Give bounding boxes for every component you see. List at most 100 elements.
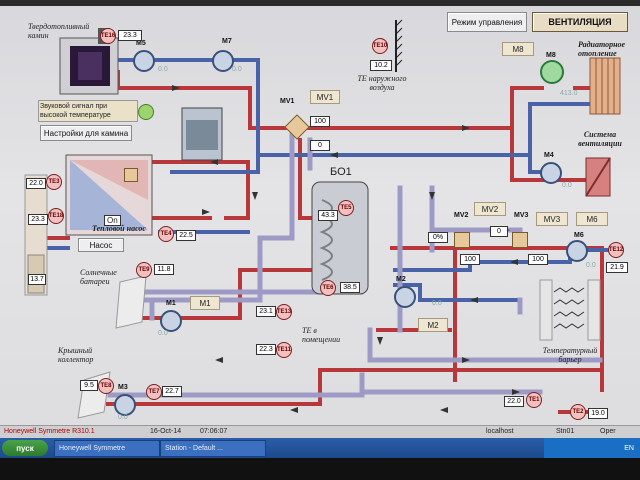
solar-label: Солнечные батареи <box>80 268 117 286</box>
value-te3: 22.0 <box>26 178 46 189</box>
sensor-te18[interactable]: TE18 <box>48 208 64 224</box>
outdoor-te-label: TE наружного воздуха <box>357 74 407 92</box>
status-user: Oper <box>600 428 616 435</box>
radiator-label: Радиаторное отопление <box>578 40 626 58</box>
pump-button[interactable]: Насос <box>78 238 124 252</box>
valve-mv2[interactable] <box>454 232 470 248</box>
pump-m1[interactable] <box>160 310 182 332</box>
monitor-bezel <box>0 458 640 480</box>
sensor-te5[interactable]: TE5 <box>338 200 354 216</box>
value-mv1-pct: 100 <box>310 116 330 127</box>
sensor-te4[interactable]: TE4 <box>158 226 174 242</box>
sensor-te1[interactable]: TE1 <box>526 392 542 408</box>
sensor-te10[interactable]: TE10 <box>372 38 388 54</box>
value-m3-flow: 0.0 <box>118 414 128 421</box>
value-mv3-a: 0 <box>490 226 508 237</box>
room-te-label: TE в помещении <box>302 326 341 344</box>
pump-m3[interactable] <box>114 394 136 416</box>
tag-m2[interactable]: M2 <box>418 318 448 332</box>
mode-value-button[interactable]: ВЕНТИЛЯЦИЯ <box>532 12 628 32</box>
task-honeywell[interactable]: Honeywell Symmetre <box>54 440 160 457</box>
tag-mv1[interactable]: MV1 <box>310 90 340 104</box>
status-station: Stn01 <box>556 428 575 435</box>
value-mv3-b: 100 <box>528 254 548 265</box>
pump-m3-label: M3 <box>118 384 128 391</box>
tag-mv2[interactable]: MV2 <box>474 202 506 216</box>
value-mv2-b: 100 <box>460 254 480 265</box>
valve-mv3-label: MV3 <box>514 212 529 219</box>
value-te7: 22.7 <box>162 386 182 397</box>
value-m4-flow: 0.0 <box>562 182 572 189</box>
value-te5: 43.3 <box>318 210 338 221</box>
value-te2: 19.0 <box>588 408 608 419</box>
value-m5-flow: 0.0 <box>158 66 168 73</box>
tag-m8[interactable]: M8 <box>502 42 534 56</box>
tag-m6[interactable]: M6 <box>576 212 608 226</box>
tray-lang[interactable]: EN <box>624 444 634 452</box>
stove-settings-label: Настройки для камина <box>43 128 129 138</box>
status-bar: Honeywell Symmetre R310.1 16-Oct-14 07:0… <box>0 425 640 438</box>
sensor-te2[interactable]: TE2 <box>570 404 586 420</box>
pump-m5-label: M5 <box>136 40 146 47</box>
status-app: Honeywell Symmetre R310.1 <box>4 428 95 435</box>
heat-pump-on-label: On <box>104 215 121 226</box>
mode-label-button[interactable]: Режим управления <box>447 12 527 32</box>
roof-collector-label: Крышный коллектор <box>58 346 94 364</box>
value-mv2-pct: 0% <box>428 232 448 243</box>
tag-m1[interactable]: M1 <box>190 296 220 310</box>
pump-m4[interactable] <box>540 162 562 184</box>
taskbar: пуск Honeywell Symmetre Station - Defaul… <box>0 438 640 458</box>
pump-m6[interactable] <box>566 240 588 262</box>
pump-m2[interactable] <box>394 286 416 308</box>
value-te12: 21.9 <box>606 262 628 273</box>
valve-heatpump[interactable] <box>124 168 138 182</box>
pump-m8-label: M8 <box>546 52 556 59</box>
value-te6: 38.5 <box>340 282 360 293</box>
status-time: 07:06:07 <box>200 428 228 435</box>
sensor-te6[interactable]: TE6 <box>320 280 336 296</box>
sensor-te9[interactable]: TE9 <box>136 262 152 278</box>
pump-m4-label: M4 <box>544 152 554 159</box>
valve-mv2-label: MV2 <box>454 212 469 219</box>
pump-m7-label: M7 <box>222 38 232 45</box>
sensor-te8[interactable]: TE8 <box>98 378 114 394</box>
alarm-indicator <box>138 104 154 120</box>
heat-pump-label: Тепловой насос <box>92 224 146 233</box>
task-station[interactable]: Station - Default ... <box>160 440 266 457</box>
value-m6-flow: 0.0 <box>586 262 596 269</box>
pump-m5[interactable] <box>133 50 155 72</box>
value-te4: 22.5 <box>176 230 196 241</box>
valve-mv3[interactable] <box>512 232 528 248</box>
sensor-te12[interactable]: TE12 <box>608 242 624 258</box>
value-m1-flow: 0.0 <box>158 330 168 337</box>
status-host: localhost <box>486 428 514 435</box>
stove-settings-button[interactable]: Настройки для камина <box>40 125 132 141</box>
sensor-te3[interactable]: TE3 <box>46 174 62 190</box>
mode-value: ВЕНТИЛЯЦИЯ <box>548 17 612 27</box>
pump-m6-label: M6 <box>574 232 584 239</box>
valve-mv1-label: MV1 <box>280 98 295 105</box>
value-mv1-b: 0 <box>310 140 330 151</box>
pump-m1-label: M1 <box>166 300 176 307</box>
start-button[interactable]: пуск <box>2 440 48 456</box>
sensor-te13[interactable]: TE13 <box>276 304 292 320</box>
stove-label: Твердотопливный камин <box>28 22 90 40</box>
value-te8: 9.5 <box>80 380 98 391</box>
pump-m7[interactable] <box>212 50 234 72</box>
task-station-label: Station - Default ... <box>165 445 223 452</box>
pump-m2-label: M2 <box>396 276 406 283</box>
pump-m8[interactable] <box>540 60 564 84</box>
temp-barrier-label: Температурный барьер <box>542 346 598 364</box>
alarm-label: Звуковой сигнал при высокой температуре <box>38 100 138 122</box>
tag-mv3[interactable]: MV3 <box>536 212 568 226</box>
status-date: 16-Oct-14 <box>150 428 182 435</box>
value-te1: 22.0 <box>504 396 524 407</box>
value-te9: 11.8 <box>154 264 174 275</box>
sensor-te16[interactable]: TE16 <box>100 28 116 44</box>
value-ground: 13.7 <box>28 274 46 285</box>
mode-label: Режим управления <box>451 17 523 27</box>
sensor-te7[interactable]: TE7 <box>146 384 162 400</box>
value-m7-flow: 0.0 <box>232 66 242 73</box>
sensor-te11[interactable]: TE11 <box>276 342 292 358</box>
